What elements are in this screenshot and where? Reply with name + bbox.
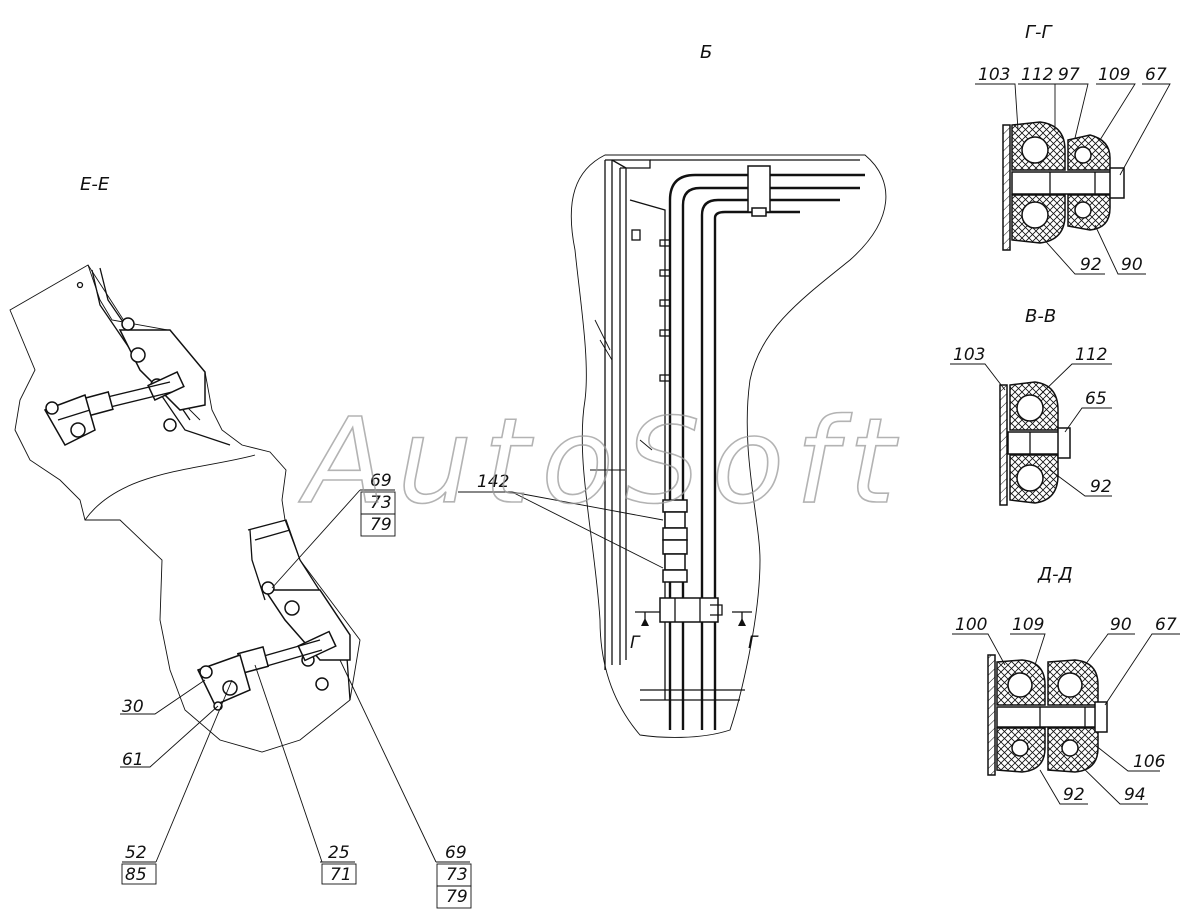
section-mark-g-left: Г [630, 633, 641, 653]
label-dd-67: 67 [1155, 615, 1177, 635]
label-ee-30: 30 [122, 697, 144, 717]
label-ee-79-bottom: 79 [446, 887, 468, 907]
section-dd: Д-Д 100 109 90 67 106 92 94 [952, 564, 1180, 805]
label-gg-90: 90 [1121, 255, 1143, 275]
label-ee-73-bottom: 73 [446, 865, 468, 885]
section-vv-title: В-В [1025, 306, 1056, 327]
label-dd-109: 109 [1012, 615, 1044, 635]
label-vv-112: 112 [1075, 345, 1107, 365]
label-ee-79-mid: 79 [370, 515, 392, 535]
label-gg-109: 109 [1098, 65, 1130, 85]
section-dd-title: Д-Д [1037, 564, 1073, 585]
label-gg-92: 92 [1080, 255, 1102, 275]
label-vv-65: 65 [1085, 389, 1107, 409]
label-dd-106: 106 [1133, 752, 1166, 772]
label-vv-103: 103 [953, 345, 985, 365]
label-gg-112: 112 [1021, 65, 1053, 85]
section-gg-title: Г-Г [1025, 22, 1054, 43]
label-dd-94: 94 [1124, 785, 1146, 805]
label-ee-52: 52 [125, 843, 147, 863]
section-gg: Г-Г 103 112 97 109 67 92 90 [975, 22, 1171, 275]
label-ee-25: 25 [328, 843, 350, 863]
label-ee-69-bottom: 69 [445, 843, 467, 863]
view-ee: Е-Е [9, 174, 472, 909]
section-vv: В-В 103 112 65 92 [950, 306, 1112, 506]
label-ee-71: 71 [330, 865, 352, 885]
label-dd-100: 100 [955, 615, 987, 635]
view-ee-title: Е-Е [80, 174, 110, 195]
label-gg-103: 103 [978, 65, 1010, 85]
label-ee-69-mid: 69 [370, 471, 392, 491]
section-mark-g-right: Г [748, 633, 759, 653]
label-dd-90: 90 [1110, 615, 1132, 635]
view-b: Б [458, 42, 887, 738]
label-dd-92: 92 [1063, 785, 1085, 805]
label-gg-97: 97 [1058, 65, 1080, 85]
watermark: AutoSoft [298, 392, 899, 530]
label-vv-92: 92 [1090, 477, 1112, 497]
label-gg-67: 67 [1145, 65, 1167, 85]
label-ee-85: 85 [125, 865, 147, 885]
label-ee-73-mid: 73 [370, 493, 392, 513]
label-ee-61: 61 [122, 750, 144, 770]
label-b-142: 142 [477, 472, 509, 492]
view-b-title: Б [700, 42, 712, 63]
